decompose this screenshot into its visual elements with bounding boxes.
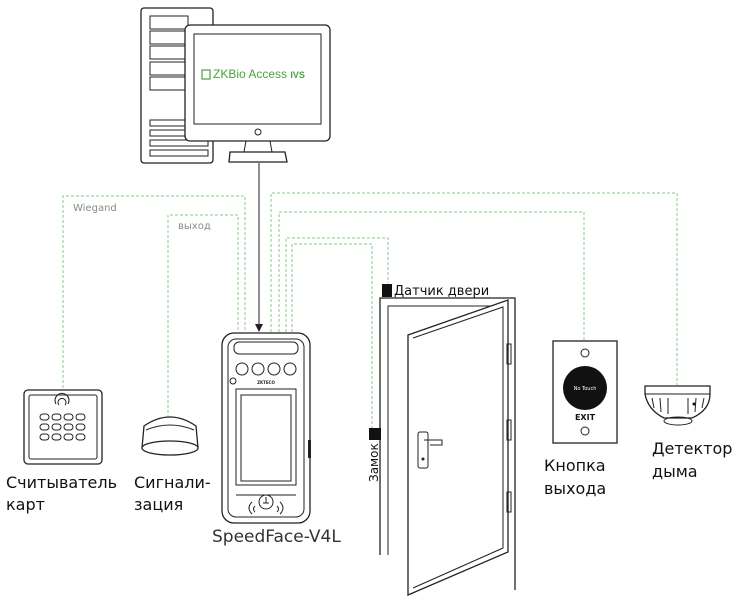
alarm-label-line2: зация — [134, 495, 184, 514]
exit-button-face-text: No Touch — [574, 386, 597, 392]
lock-label: Замок — [367, 443, 381, 482]
terminal-name: SpeedFace-V4L — [212, 527, 341, 547]
wiegand-label: Wiegand — [73, 203, 117, 214]
door-sensor-icon — [382, 284, 392, 297]
zk-logo-icon — [201, 69, 211, 80]
wiegand-wire — [62, 195, 246, 398]
exit-button-icon: No Touch EXIT — [552, 340, 618, 444]
siren-icon — [141, 416, 199, 456]
network-cable — [255, 163, 263, 332]
door-icon — [369, 284, 516, 596]
door-sensor-label: Датчик двери — [394, 284, 490, 299]
smoke-detector-icon — [644, 385, 711, 426]
output-label: выход — [178, 221, 211, 232]
card-reader-label-line1: Считыватель — [6, 473, 118, 492]
smoke-detector-label-line1: Детектор — [652, 439, 733, 458]
card-reader-label-line2: карт — [6, 495, 45, 514]
lock-wire — [291, 243, 373, 428]
smoke-wire — [270, 192, 678, 385]
exit-button-exit-text: EXIT — [575, 413, 596, 422]
wires — [62, 192, 678, 428]
exit-button-label-line1: Кнопка — [544, 456, 606, 475]
smoke-detector-label-line2: дыма — [652, 462, 698, 481]
alarm-label-line1: Сигнали- — [134, 473, 211, 492]
monitor-icon: ZKBio Access IVS — [184, 24, 331, 163]
exit-button-wire — [278, 211, 585, 340]
software-brand: ZKBio Access IVS — [213, 67, 305, 81]
door-sensor-wire — [285, 237, 389, 332]
alarm-wire — [167, 214, 239, 418]
lock-icon — [369, 428, 381, 440]
svg-text:ZKTECO: ZKTECO — [257, 380, 275, 385]
card-reader-icon — [23, 389, 103, 465]
exit-button-label-line2: выхода — [544, 479, 607, 498]
terminal-icon: ZKTECO — [221, 332, 311, 524]
